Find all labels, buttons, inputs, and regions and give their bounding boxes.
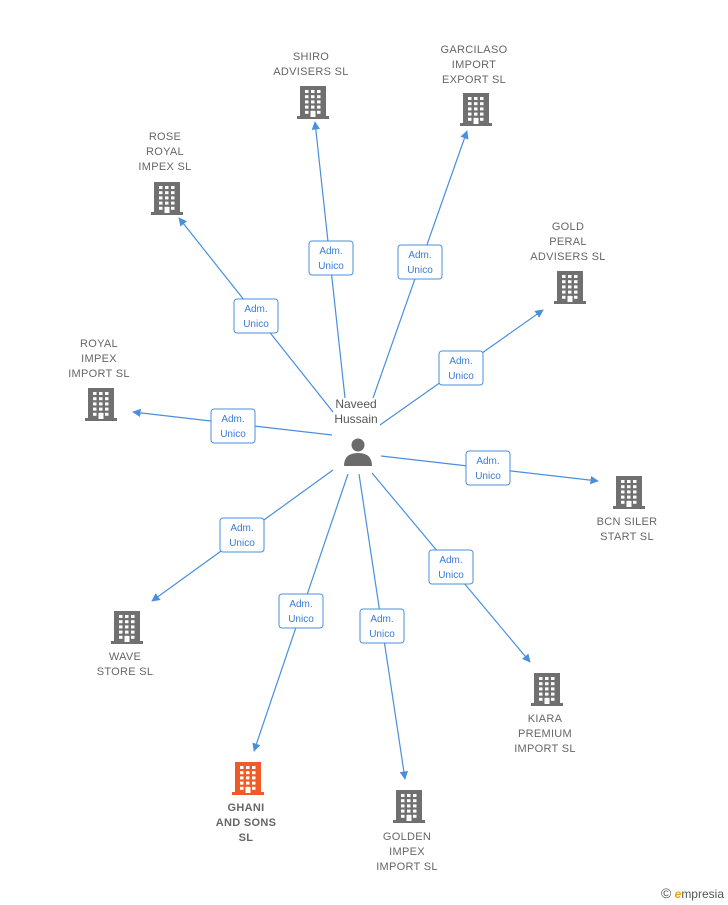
role-label-text: Unico [229, 538, 255, 549]
company-name-bcn: START SL [600, 531, 654, 543]
role-label-text: Unico [220, 429, 246, 440]
company-name-wave: STORE SL [97, 666, 154, 678]
brand-initial: e [674, 887, 682, 901]
building-icon [460, 93, 492, 126]
role-label-text: Unico [438, 570, 464, 581]
company-name-gold: ADVISERS SL [530, 251, 605, 263]
role-label-text: Adm. [370, 614, 393, 625]
role-label-text: Adm. [408, 250, 431, 261]
role-label-gold: Adm. Unico [438, 350, 484, 386]
company-name-garcilaso: IMPORT [452, 59, 496, 71]
company-name-golden: GOLDEN [383, 831, 431, 843]
role-label-kiara: Adm. Unico [428, 549, 474, 585]
role-label-text: Unico [288, 614, 314, 625]
company-name-rose: ROSE [149, 131, 181, 143]
company-node-garcilaso[interactable]: GARCILASO IMPORT EXPORT SL [441, 44, 508, 126]
company-name-royal: IMPORT SL [68, 368, 130, 380]
role-label-text: Unico [318, 261, 344, 272]
company-name-kiara: PREMIUM [518, 728, 572, 740]
company-node-rose[interactable]: ROSE ROYAL IMPEX SL [138, 131, 191, 215]
building-icon [111, 611, 143, 644]
company-name-wave: WAVE [109, 651, 141, 663]
company-name-gold: GOLD [552, 221, 584, 233]
company-name-ghani: AND SONS [216, 817, 276, 829]
company-name-bcn: BCN SILER [597, 516, 658, 528]
role-label-text: Unico [243, 319, 269, 330]
company-name-royal: IMPEX [81, 353, 117, 365]
role-label-text: Adm. [221, 414, 244, 425]
role-label-text: Unico [407, 265, 433, 276]
company-node-ghani[interactable]: GHANI AND SONS SL [216, 762, 276, 844]
company-node-wave[interactable]: WAVE STORE SL [97, 611, 154, 678]
copyright-symbol: © [660, 885, 672, 901]
footer-credit: © empresia [661, 885, 724, 901]
building-icon [554, 271, 586, 304]
role-label-text: Unico [369, 629, 395, 640]
person-name: Hussain [334, 412, 377, 426]
company-name-royal: ROYAL [80, 338, 118, 350]
company-name-gold: PERAL [549, 236, 587, 248]
company-name-kiara: IMPORT SL [514, 743, 576, 755]
role-label-shiro: Adm. Unico [308, 240, 354, 276]
person-name: Naveed [335, 397, 376, 411]
role-label-royal: Adm. Unico [210, 408, 256, 444]
company-node-kiara[interactable]: KIARA PREMIUM IMPORT SL [514, 673, 576, 755]
building-icon [85, 388, 117, 421]
company-node-bcn[interactable]: BCN SILER START SL [597, 476, 658, 543]
role-label-text: Adm. [476, 456, 499, 467]
brand-name: mpresia [681, 887, 724, 901]
role-label-wave: Adm. Unico [219, 517, 265, 553]
role-label-garcilaso: Adm. Unico [397, 244, 443, 280]
building-icon [232, 762, 264, 795]
company-name-kiara: KIARA [528, 713, 563, 725]
company-name-ghani: SL [239, 832, 254, 844]
company-name-ghani: GHANI [228, 802, 265, 814]
company-name-garcilaso: GARCILASO [441, 44, 508, 56]
building-icon [531, 673, 563, 706]
role-label-text: Unico [448, 371, 474, 382]
building-icon [151, 182, 183, 215]
role-label-text: Unico [475, 471, 501, 482]
company-node-royal[interactable]: ROYAL IMPEX IMPORT SL [68, 338, 130, 421]
company-node-golden[interactable]: GOLDEN IMPEX IMPORT SL [376, 790, 438, 873]
role-label-text: Adm. [319, 246, 342, 257]
role-label-rose: Adm. Unico [233, 298, 279, 334]
building-icon [393, 790, 425, 823]
company-name-garcilaso: EXPORT SL [442, 74, 506, 86]
company-name-shiro: ADVISERS SL [273, 66, 348, 78]
company-node-shiro[interactable]: SHIRO ADVISERS SL [273, 51, 348, 119]
person-icon [344, 438, 372, 466]
company-name-golden: IMPEX [389, 846, 425, 858]
company-name-golden: IMPORT SL [376, 861, 438, 873]
role-label-bcn: Adm. Unico [465, 450, 511, 486]
company-name-rose: ROYAL [146, 146, 184, 158]
role-label-text: Adm. [230, 523, 253, 534]
role-label-ghani: Adm. Unico [278, 593, 324, 629]
company-name-shiro: SHIRO [293, 51, 329, 63]
role-label-golden: Adm. Unico [359, 608, 405, 644]
role-label-text: Adm. [244, 304, 267, 315]
company-node-gold[interactable]: GOLD PERAL ADVISERS SL [530, 221, 605, 304]
role-label-text: Adm. [439, 555, 462, 566]
role-label-text: Adm. [449, 356, 472, 367]
role-label-text: Adm. [289, 599, 312, 610]
company-name-rose: IMPEX SL [138, 161, 191, 173]
building-icon [613, 476, 645, 509]
building-icon [297, 86, 329, 119]
